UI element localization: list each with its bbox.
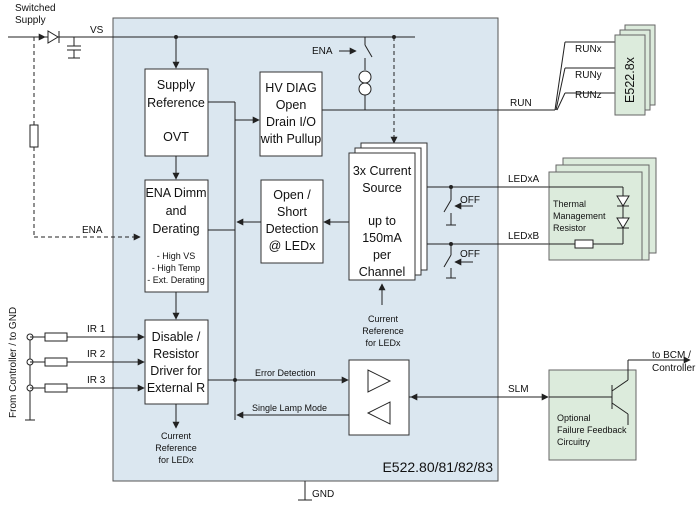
thermal-line-3: Resistor (553, 223, 586, 233)
current-ref-bottom-3: for LEDx (158, 455, 194, 465)
ir3-label: IR 3 (87, 375, 106, 386)
single-lamp-mode-label: Single Lamp Mode (252, 403, 327, 413)
ledxa-label: LEDxA (508, 174, 539, 185)
chip-name-label: E522.80/81/82/83 (382, 459, 493, 475)
thermal-line-2: Management (553, 211, 606, 221)
ena-dimm-line-3: Derating (152, 222, 199, 236)
hv-diag-line-1: HV DIAG (265, 81, 316, 95)
current-source-line-1: 3x Current (353, 164, 412, 178)
thermal-resistor-icon (574, 239, 594, 249)
run-label: RUN (510, 98, 532, 109)
buffer-block (348, 359, 410, 436)
ena-resistor-icon (29, 124, 39, 148)
off-label-2: OFF (460, 249, 480, 260)
open-short-line-1: Open / (273, 188, 311, 202)
disable-resistor-block (144, 319, 209, 405)
ena-dimm-note-1: - High VS (157, 251, 196, 261)
diode-icon (47, 30, 60, 44)
disable-line-2: Resistor (153, 347, 199, 361)
error-detection-label: Error Detection (255, 368, 316, 378)
gnd-label: GND (312, 489, 334, 500)
current-source-line-4: up to (368, 214, 396, 228)
to-bcm-label-2: Controller (652, 363, 696, 374)
current-ref-bottom-1: Current (161, 431, 192, 441)
failure-line-1: Optional (557, 413, 591, 423)
current-source-line-7: Channel (359, 265, 406, 279)
current-ref-mid-1: Current (368, 314, 399, 324)
open-short-line-4: @ LEDx (269, 239, 316, 253)
supply-ref-line-1: Supply (157, 78, 196, 92)
transistor-icon (549, 372, 629, 425)
ledxb-label: LEDxB (508, 231, 539, 242)
supply-ref-line-2: Reference (147, 96, 205, 110)
ena-dimm-note-2: - High Temp (152, 263, 200, 273)
e522-module (614, 34, 646, 116)
failure-line-2: Failure Feedback (557, 425, 627, 435)
ir2-label: IR 2 (87, 349, 106, 360)
current-source-line-2: Source (362, 181, 402, 195)
open-short-line-2: Short (277, 205, 307, 219)
ena-dimm-block (144, 179, 209, 293)
runz-label: RUNz (575, 90, 602, 101)
switched-supply-label: Switched (15, 3, 56, 14)
current-source-line-6: per (373, 248, 391, 262)
failure-line-3: Circuitry (557, 437, 590, 447)
ir-3-input (26, 383, 145, 393)
off-switch-b (443, 244, 473, 279)
ena-dimm-line-1: ENA Dimm (145, 186, 206, 200)
off-switch-a (443, 187, 473, 226)
from-controller-label: From Controller / to GND (8, 307, 19, 418)
disable-line-4: External R (147, 381, 205, 395)
current-source-block (348, 152, 416, 281)
vs-label: VS (90, 25, 104, 36)
switched-supply-label-2: Supply (15, 15, 46, 26)
disable-line-1: Disable / (152, 330, 201, 344)
open-short-line-3: Detection (266, 222, 319, 236)
ir1-label: IR 1 (87, 324, 106, 335)
ena-dimm-line-2: and (166, 204, 187, 218)
current-ref-mid-2: Reference (362, 326, 404, 336)
supply-ref-line-4: OVT (163, 130, 189, 144)
hv-diag-block (259, 71, 323, 157)
current-source-icon (358, 70, 372, 96)
capacitor-icon (67, 37, 81, 59)
ena-top-label: ENA (312, 46, 333, 57)
off-label-1: OFF (460, 195, 480, 206)
module-label: E522.8x (623, 56, 637, 103)
disable-line-3: Driver for (150, 364, 201, 378)
open-short-block (260, 179, 324, 264)
hv-diag-line-3: Drain I/O (266, 115, 316, 129)
runx-label: RUNx (575, 44, 602, 55)
supply-reference-block (144, 68, 209, 157)
slm-label: SLM (508, 384, 529, 395)
ir-1-input (26, 332, 145, 342)
current-ref-mid-3: for LEDx (365, 338, 401, 348)
ir-2-input (26, 357, 145, 367)
current-ref-bottom-2: Reference (155, 443, 197, 453)
to-bcm-label: to BCM / (652, 350, 691, 361)
current-source-line-5: 150mA (362, 231, 402, 245)
hv-diag-line-2: Open (276, 98, 307, 112)
ena-left-label: ENA (82, 225, 103, 236)
hv-diag-line-4: with Pullup (260, 132, 321, 146)
thermal-line-1: Thermal (553, 199, 586, 209)
ena-dimm-note-3: - Ext. Derating (147, 275, 205, 285)
runy-label: RUNy (575, 70, 602, 81)
